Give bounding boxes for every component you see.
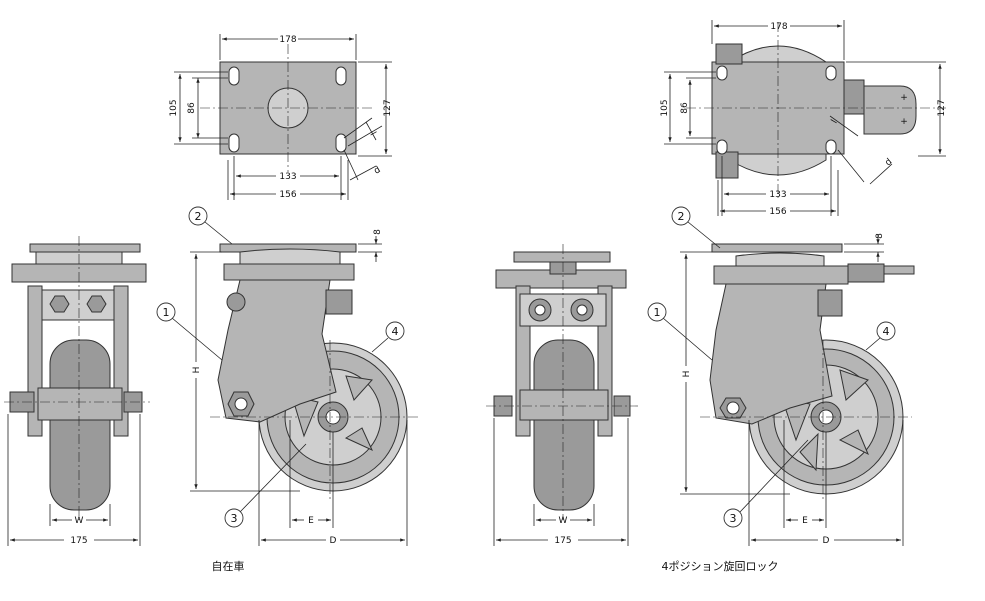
right-dim-l: l (830, 118, 840, 125)
right-dim-d: d (884, 157, 895, 168)
svg-text:3: 3 (730, 512, 737, 525)
right-dim-105: 105 (660, 99, 670, 116)
right-callout-2 (671, 206, 691, 226)
left-dim-w: W (75, 516, 84, 526)
right-dim-w: W (559, 516, 568, 526)
svg-text:2: 2 (678, 210, 685, 223)
right-callout-3 (723, 508, 743, 528)
right-dim-178: 178 (770, 22, 787, 32)
svg-text:2: 2 (195, 210, 202, 223)
svg-text:+: + (900, 93, 908, 103)
left-dim-e: E (308, 516, 314, 526)
left-dim-d: d (373, 165, 383, 177)
right-dim-h: H (682, 371, 692, 378)
left-dim-105: 105 (169, 99, 179, 116)
right-caption: 4ポジション旋回ロック (662, 559, 779, 573)
left-dim-l: l (367, 131, 377, 138)
right-side-view: 8 H E D 1 2 3 4 (647, 206, 915, 546)
left-callout-4 (385, 321, 405, 341)
left-top-view: 178 105 86 127 l d 133 156 (169, 34, 393, 200)
left-dim-156: 156 (279, 190, 296, 200)
right-callout-4 (876, 321, 896, 341)
right-dim-133: 133 (769, 190, 786, 200)
left-caption: 自在車 (212, 559, 245, 573)
left-callout-3 (224, 508, 244, 528)
svg-text:+: + (900, 117, 908, 127)
right-dim-175: 175 (554, 536, 571, 546)
left-dim-133: 133 (279, 172, 296, 182)
left-dim-175: 175 (70, 536, 87, 546)
svg-text:1: 1 (163, 306, 170, 319)
svg-text:4: 4 (883, 325, 890, 338)
right-dim-127: 127 (937, 99, 947, 116)
right-front-wheel (533, 339, 595, 511)
left-front-view: W 175 (4, 236, 150, 546)
svg-text:1: 1 (654, 306, 661, 319)
left-dim-h: H (192, 367, 202, 374)
left-slot-hole (335, 133, 347, 153)
left-dim-127: 127 (383, 99, 393, 116)
right-lock-lever (863, 85, 917, 135)
left-callout-1 (156, 302, 176, 322)
right-dim-8: 8 (875, 233, 885, 239)
right-dim-156: 156 (769, 207, 786, 217)
svg-text:4: 4 (392, 325, 399, 338)
left-callout-2 (188, 206, 208, 226)
right-top-view: + + 178 105 86 127 l d (660, 20, 947, 217)
left-dim-86: 86 (187, 102, 197, 114)
left-dim-d-wheel: D (330, 536, 337, 546)
svg-text:3: 3 (231, 512, 238, 525)
left-slot-hole (335, 66, 347, 86)
left-side-view: 8 H E D 1 2 3 4 (156, 206, 420, 546)
left-front-wheel (49, 339, 111, 511)
left-slot-hole (228, 66, 240, 86)
right-dim-d-wheel: D (823, 536, 830, 546)
right-dim-e: E (802, 516, 808, 526)
right-callout-1 (647, 302, 667, 322)
left-dim-178: 178 (279, 35, 296, 45)
left-slot-hole (228, 133, 240, 153)
left-dim-8: 8 (373, 229, 383, 235)
right-dim-86: 86 (680, 102, 690, 114)
right-front-view: W 175 (486, 244, 638, 546)
